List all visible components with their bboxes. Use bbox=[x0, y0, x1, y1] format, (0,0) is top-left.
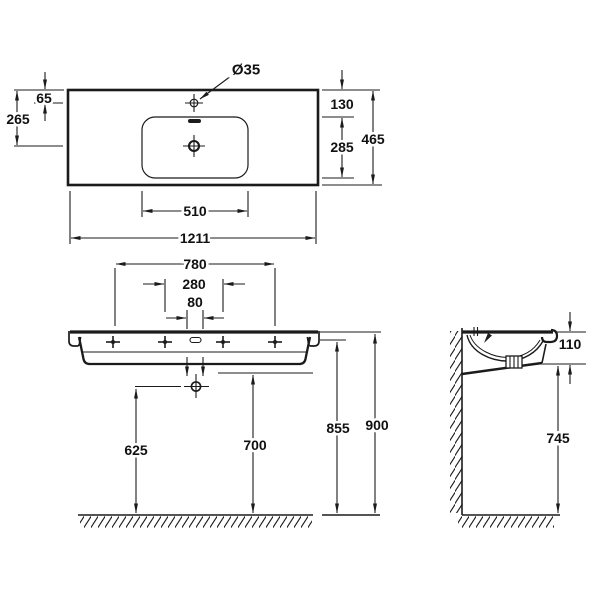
drain-mark-front bbox=[184, 374, 209, 398]
dim-label-465: 465 bbox=[361, 131, 385, 147]
floor-hatching bbox=[458, 516, 554, 528]
side-view: 110 745 bbox=[450, 312, 586, 528]
top-view: Ø35 65 265 130 285 465 510 12 bbox=[4, 59, 388, 249]
basin-bottom bbox=[461, 361, 543, 376]
dim-label-65: 65 bbox=[36, 90, 52, 106]
dim-label-285: 285 bbox=[330, 139, 354, 155]
drain-hole-mark bbox=[183, 135, 205, 157]
floor-hatching bbox=[80, 516, 312, 528]
basin-outline bbox=[141, 116, 249, 179]
front-view: 780 280 80 bbox=[68, 254, 391, 528]
front-lip-hook bbox=[540, 328, 559, 344]
dim-label-510: 510 bbox=[183, 203, 207, 219]
overflow-slot bbox=[188, 119, 201, 123]
basin-front-profile bbox=[68, 330, 320, 366]
dim-label-265: 265 bbox=[6, 111, 30, 127]
fixing-hole-marks bbox=[106, 336, 282, 348]
dim-label-130: 130 bbox=[330, 96, 354, 112]
dim-label-625: 625 bbox=[124, 442, 148, 458]
dim-label-faucet-diameter: Ø35 bbox=[232, 62, 260, 79]
basin-side-profile bbox=[461, 327, 559, 376]
dim-label-110: 110 bbox=[559, 336, 582, 352]
diameter-leader-line bbox=[199, 75, 232, 100]
faucet-hole-mark bbox=[185, 94, 203, 112]
countertop-outline bbox=[66, 88, 320, 187]
dim-label-745: 745 bbox=[546, 430, 570, 446]
wall-hatching bbox=[450, 331, 462, 513]
bowl-slope-arrow bbox=[484, 333, 492, 343]
dim-label-780: 780 bbox=[183, 256, 207, 272]
dim-label-1211: 1211 bbox=[180, 230, 211, 246]
drain-fitting bbox=[505, 355, 523, 369]
dim-label-80: 80 bbox=[187, 294, 203, 310]
dim-label-855: 855 bbox=[326, 420, 350, 436]
overflow-slot-front bbox=[189, 336, 202, 344]
dim-label-900: 900 bbox=[365, 417, 389, 433]
dim-label-700: 700 bbox=[243, 437, 267, 453]
dim-label-280: 280 bbox=[182, 276, 206, 292]
